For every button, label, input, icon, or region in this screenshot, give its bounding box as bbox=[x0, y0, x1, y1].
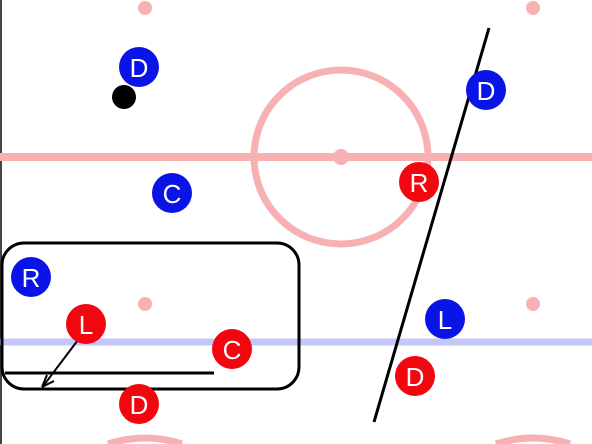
player-red-c: C bbox=[212, 329, 252, 369]
faceoff-dot-top-right bbox=[526, 1, 540, 15]
faceoff-dot-top-left bbox=[138, 1, 152, 15]
player-position-label: R bbox=[22, 263, 41, 293]
player-marker bbox=[152, 173, 192, 213]
faceoff-circle-arc-bottom-right bbox=[494, 434, 572, 444]
player-position-label: R bbox=[410, 168, 429, 198]
puck bbox=[112, 85, 136, 109]
player-position-label: D bbox=[130, 53, 149, 83]
player-blue-d-2: D bbox=[466, 70, 506, 110]
player-marker bbox=[466, 70, 506, 110]
player-marker bbox=[212, 329, 252, 369]
player-position-label: D bbox=[406, 362, 425, 392]
faceoff-dot-bottom-left bbox=[138, 297, 152, 311]
player-marker bbox=[119, 47, 159, 87]
faceoff-circle-arc-bottom-left bbox=[106, 434, 184, 444]
player-marker bbox=[66, 304, 106, 344]
player-position-label: L bbox=[79, 310, 93, 340]
player-red-d-1: D bbox=[395, 356, 435, 396]
center-faceoff-dot bbox=[333, 149, 349, 165]
player-red-r: R bbox=[399, 162, 439, 202]
player-marker bbox=[399, 162, 439, 202]
player-blue-r: R bbox=[11, 257, 51, 297]
center-faceoff-circle bbox=[250, 66, 432, 248]
player-red-d-2: D bbox=[119, 384, 159, 424]
player-marker bbox=[425, 299, 465, 339]
player-blue-d-1: D bbox=[119, 47, 159, 87]
player-position-label: C bbox=[163, 179, 182, 209]
player-red-l: L bbox=[66, 304, 106, 344]
player-position-label: L bbox=[438, 305, 452, 335]
player-marker bbox=[119, 384, 159, 424]
players-layer: D D C R L R L C D D bbox=[11, 47, 506, 424]
player-blue-c: C bbox=[152, 173, 192, 213]
player-position-label: C bbox=[223, 335, 242, 365]
arrowhead bbox=[41, 374, 55, 388]
player-marker bbox=[395, 356, 435, 396]
player-blue-l: L bbox=[425, 299, 465, 339]
faceoff-dot-bottom-right bbox=[526, 297, 540, 311]
player-marker bbox=[11, 257, 51, 297]
player-position-label: D bbox=[477, 76, 496, 106]
player-position-label: D bbox=[130, 390, 149, 420]
